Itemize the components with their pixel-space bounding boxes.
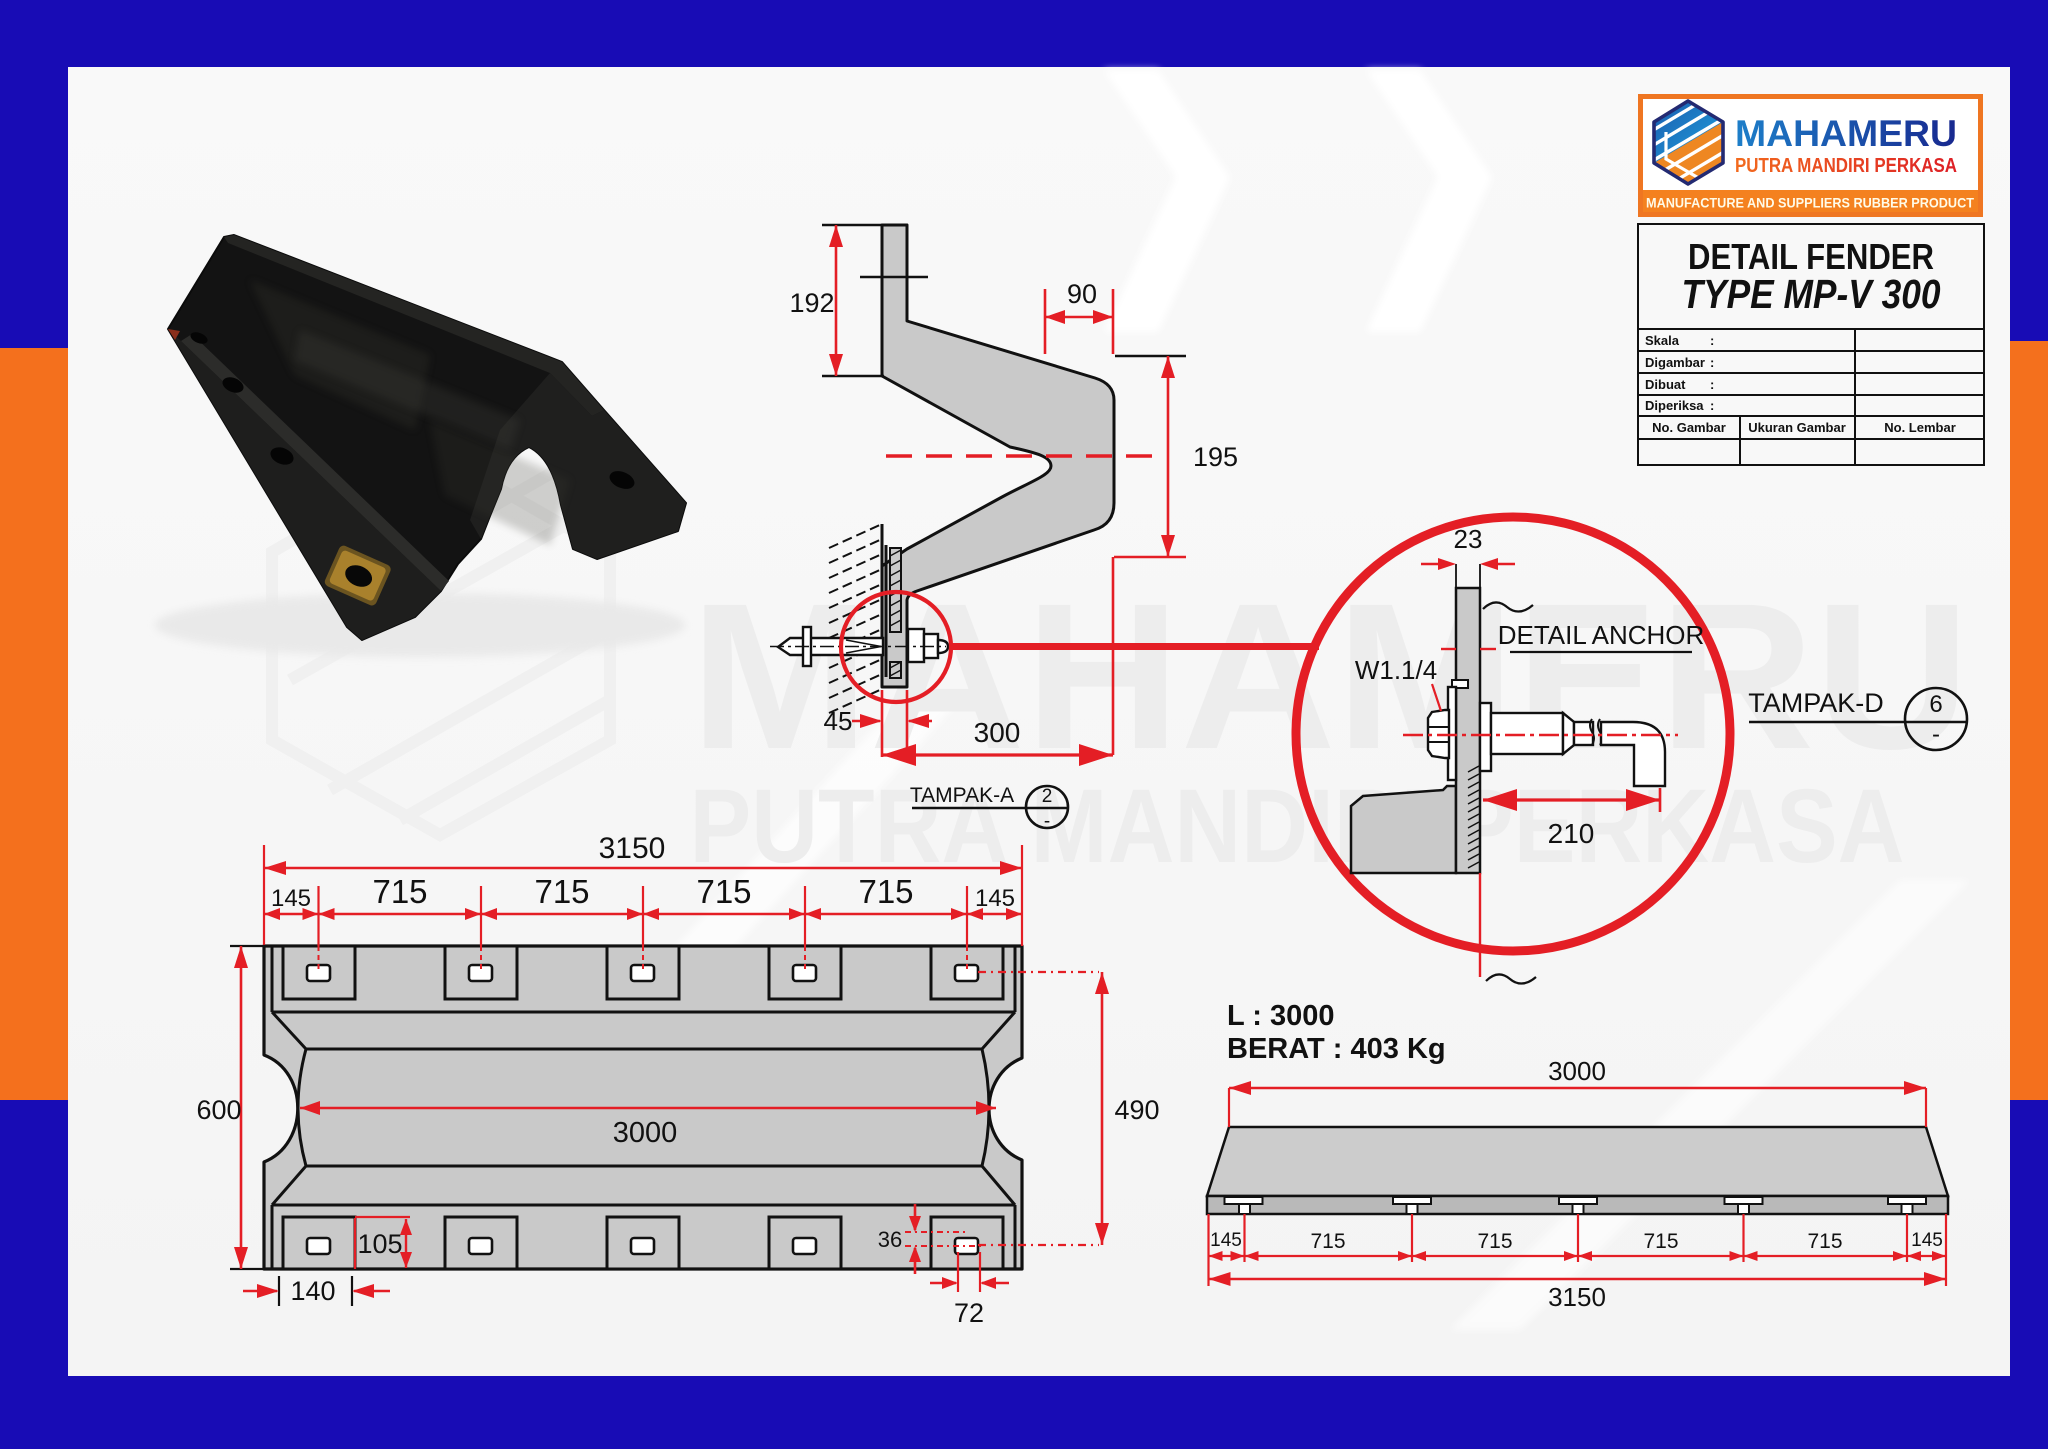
svg-text:23: 23 bbox=[1454, 524, 1483, 554]
svg-text:715: 715 bbox=[858, 873, 913, 910]
svg-text:DETAIL ANCHOR: DETAIL ANCHOR bbox=[1498, 620, 1705, 650]
svg-text:6: 6 bbox=[1929, 691, 1942, 718]
svg-text:145: 145 bbox=[1210, 1230, 1242, 1251]
svg-text:2: 2 bbox=[1042, 786, 1053, 807]
svg-text:715: 715 bbox=[1643, 1230, 1678, 1253]
svg-text:145: 145 bbox=[271, 885, 311, 912]
svg-text:TAMPAK-D: TAMPAK-D bbox=[1748, 688, 1884, 718]
svg-text:715: 715 bbox=[1310, 1230, 1345, 1253]
svg-text:DETAIL FENDER: DETAIL FENDER bbox=[1688, 236, 1934, 277]
svg-text::: : bbox=[1710, 377, 1714, 392]
svg-text:105: 105 bbox=[357, 1229, 402, 1259]
svg-text:715: 715 bbox=[1807, 1230, 1842, 1253]
svg-text:Digambar: Digambar bbox=[1645, 355, 1705, 370]
svg-text:210: 210 bbox=[1548, 818, 1595, 849]
svg-text:145: 145 bbox=[975, 885, 1015, 912]
svg-text:192: 192 bbox=[789, 288, 834, 318]
svg-text:715: 715 bbox=[534, 873, 589, 910]
svg-text:No. Lembar: No. Lembar bbox=[1884, 420, 1956, 435]
svg-text:36: 36 bbox=[878, 1227, 902, 1252]
svg-text:-: - bbox=[1932, 721, 1940, 748]
svg-text:TYPE MP-V 300: TYPE MP-V 300 bbox=[1682, 271, 1941, 317]
svg-text:3150: 3150 bbox=[1548, 1282, 1606, 1312]
svg-text:3000: 3000 bbox=[613, 1117, 678, 1149]
svg-text:PUTRA MANDIRI PERKASA: PUTRA MANDIRI PERKASA bbox=[690, 768, 1905, 885]
svg-text:195: 195 bbox=[1193, 442, 1238, 472]
svg-text:300: 300 bbox=[974, 717, 1021, 748]
svg-text:72: 72 bbox=[954, 1298, 984, 1328]
svg-text:MANUFACTURE AND SUPPLIERS RUBB: MANUFACTURE AND SUPPLIERS RUBBER PRODUCT bbox=[1646, 195, 1974, 211]
svg-text:-: - bbox=[1044, 811, 1050, 832]
svg-text:MAHAMERU: MAHAMERU bbox=[1735, 113, 1957, 154]
svg-text:600: 600 bbox=[196, 1095, 241, 1125]
svg-text::: : bbox=[1710, 333, 1714, 348]
svg-text:No. Gambar: No. Gambar bbox=[1652, 420, 1726, 435]
svg-text:3000: 3000 bbox=[1548, 1056, 1606, 1086]
svg-text:Ukuran Gambar: Ukuran Gambar bbox=[1748, 420, 1846, 435]
svg-text:Diperiksa: Diperiksa bbox=[1645, 398, 1704, 413]
svg-text:W1.1/4: W1.1/4 bbox=[1355, 655, 1437, 685]
svg-text:Skala: Skala bbox=[1645, 333, 1680, 348]
svg-text:45: 45 bbox=[824, 706, 853, 736]
svg-text:715: 715 bbox=[372, 873, 427, 910]
svg-text:490: 490 bbox=[1114, 1095, 1159, 1125]
svg-text:PUTRA MANDIRI PERKASA: PUTRA MANDIRI PERKASA bbox=[1735, 155, 1957, 177]
svg-text:L : 3000: L : 3000 bbox=[1227, 1000, 1334, 1032]
svg-text:90: 90 bbox=[1067, 279, 1097, 309]
svg-text:TAMPAK-A: TAMPAK-A bbox=[910, 784, 1014, 807]
svg-text:140: 140 bbox=[290, 1276, 335, 1306]
svg-text:715: 715 bbox=[696, 873, 751, 910]
svg-text:145: 145 bbox=[1911, 1230, 1943, 1251]
svg-text:BERAT : 403 Kg: BERAT : 403 Kg bbox=[1227, 1033, 1446, 1065]
svg-text:3150: 3150 bbox=[599, 832, 666, 865]
svg-text:715: 715 bbox=[1477, 1230, 1512, 1253]
svg-text::: : bbox=[1710, 398, 1714, 413]
svg-text:Dibuat: Dibuat bbox=[1645, 377, 1686, 392]
svg-text::: : bbox=[1710, 355, 1714, 370]
